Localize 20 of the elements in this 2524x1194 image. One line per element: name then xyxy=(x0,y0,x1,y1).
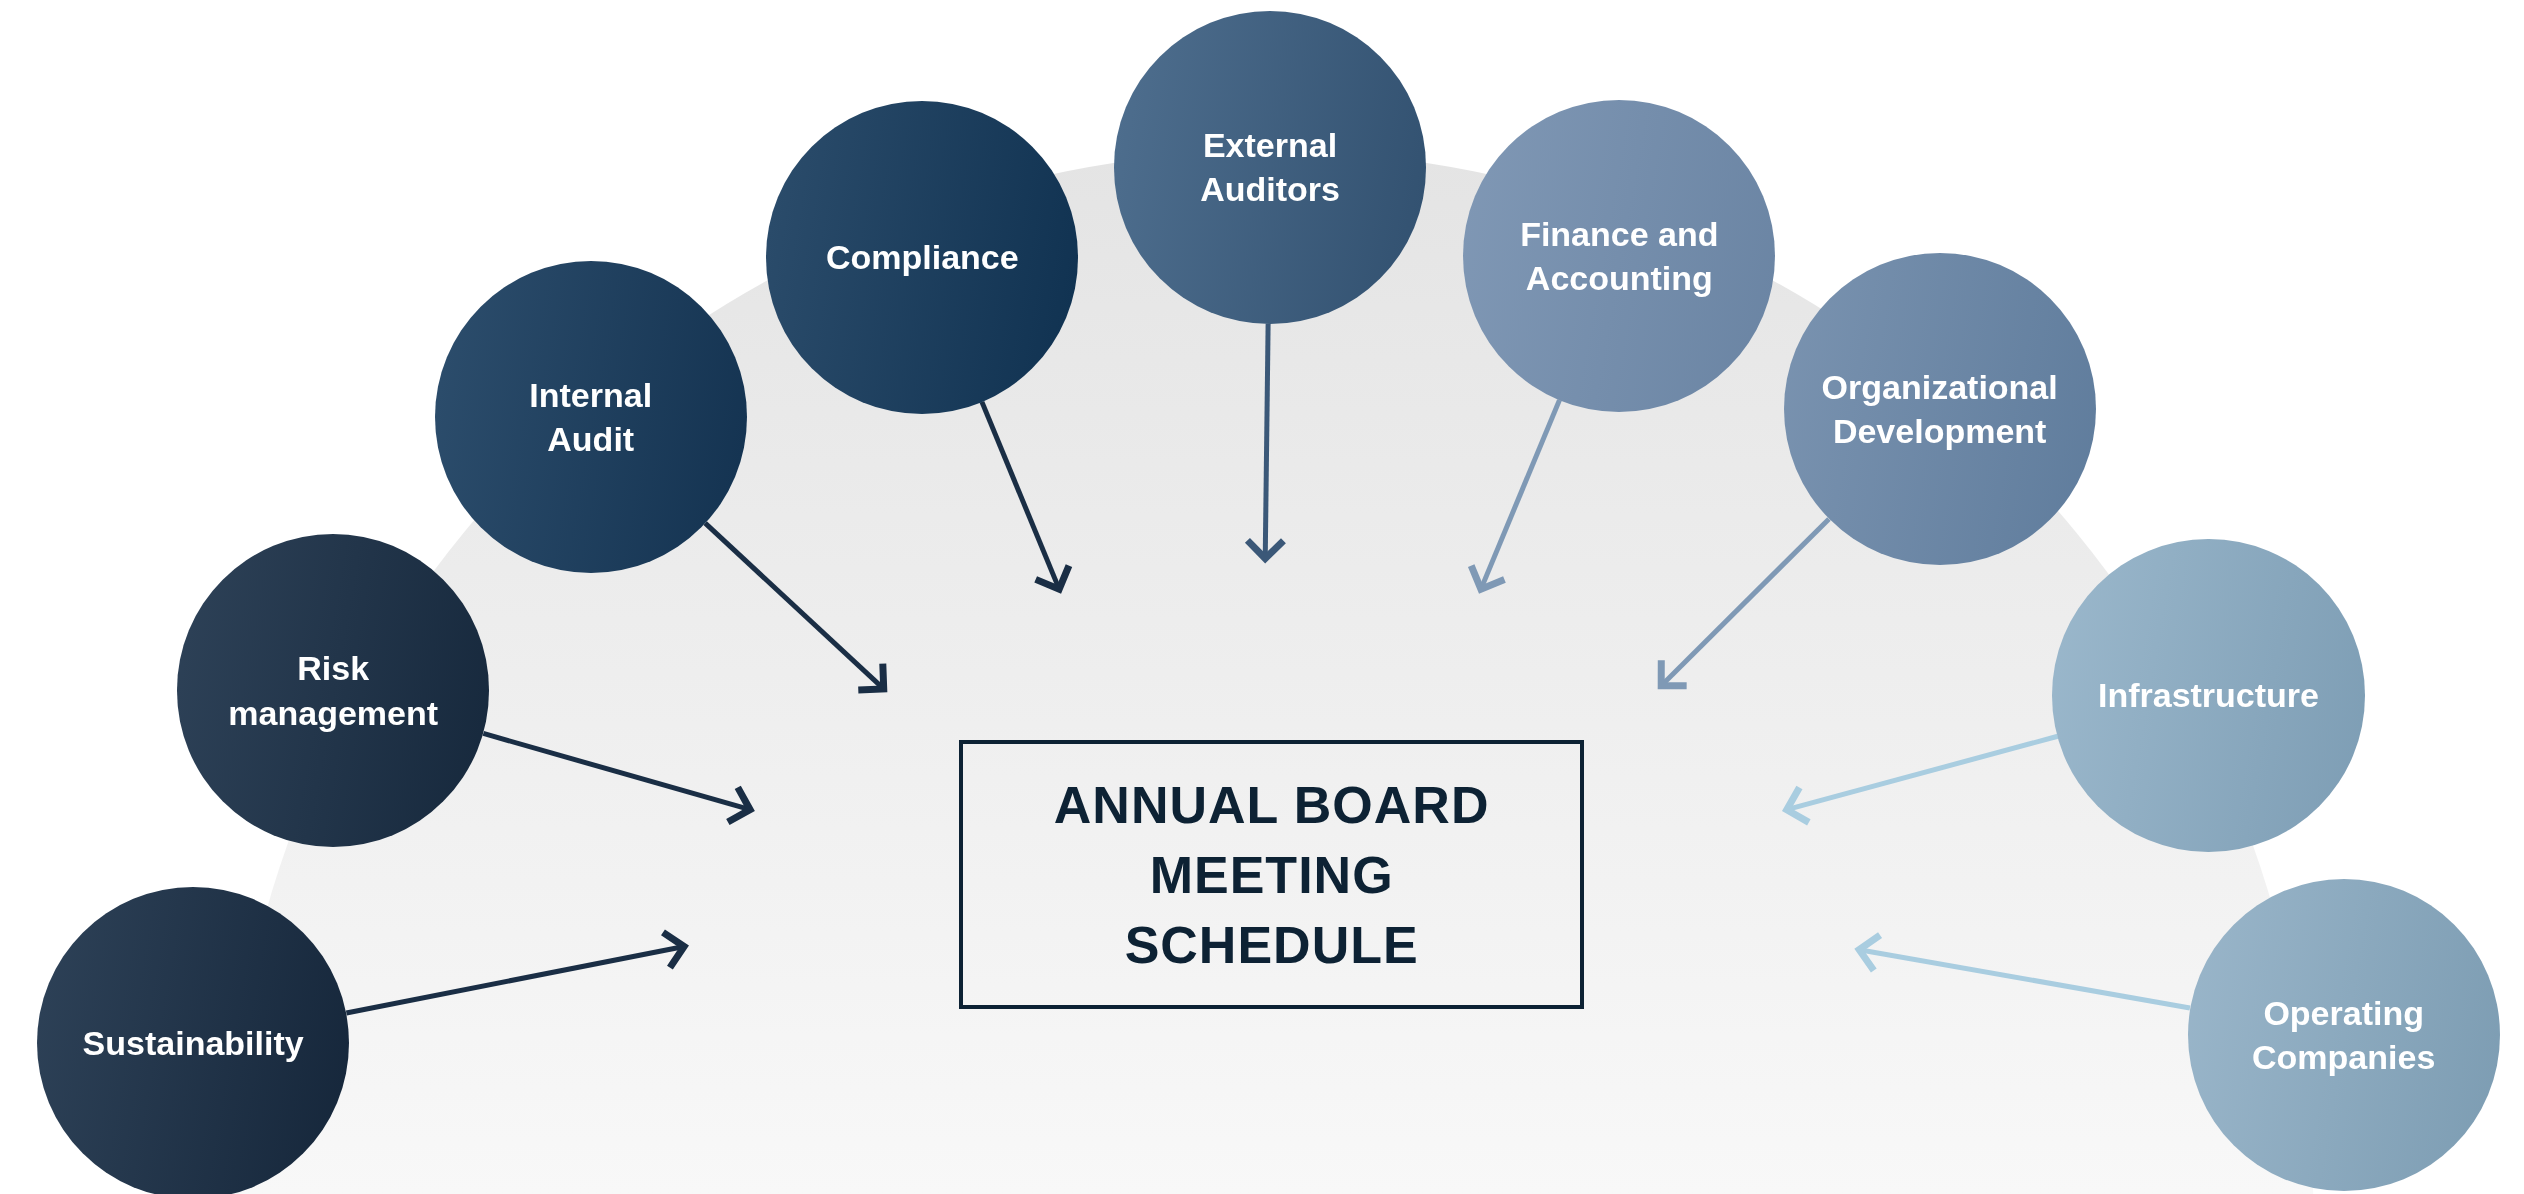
arrow xyxy=(1467,399,1562,593)
topic-label: Operating Companies xyxy=(2251,992,2437,1078)
arrow xyxy=(482,731,754,826)
topic-label: Infrastructure xyxy=(2097,675,2319,717)
topic-label: Finance and Accounting xyxy=(1519,213,1720,299)
topic-label: External Auditors xyxy=(1199,125,1341,211)
title-box xyxy=(959,740,1584,1010)
topic-label: Internal Audit xyxy=(528,374,654,460)
arrow xyxy=(1783,733,2059,826)
arrow xyxy=(1657,517,1831,690)
topic-label: Risk management xyxy=(227,648,440,734)
arrow xyxy=(979,400,1073,593)
arrow xyxy=(1855,931,2191,1011)
topic-label: Compliance xyxy=(825,237,1019,279)
title-text: ANNUAL BOARD MEETING SCHEDULE xyxy=(1052,774,1491,976)
topic-label: Sustainability xyxy=(82,1022,304,1064)
arrow xyxy=(703,521,888,694)
topic-label: Organizational Development xyxy=(1820,366,2059,452)
arrow xyxy=(1243,323,1287,563)
arrow xyxy=(345,928,688,1016)
